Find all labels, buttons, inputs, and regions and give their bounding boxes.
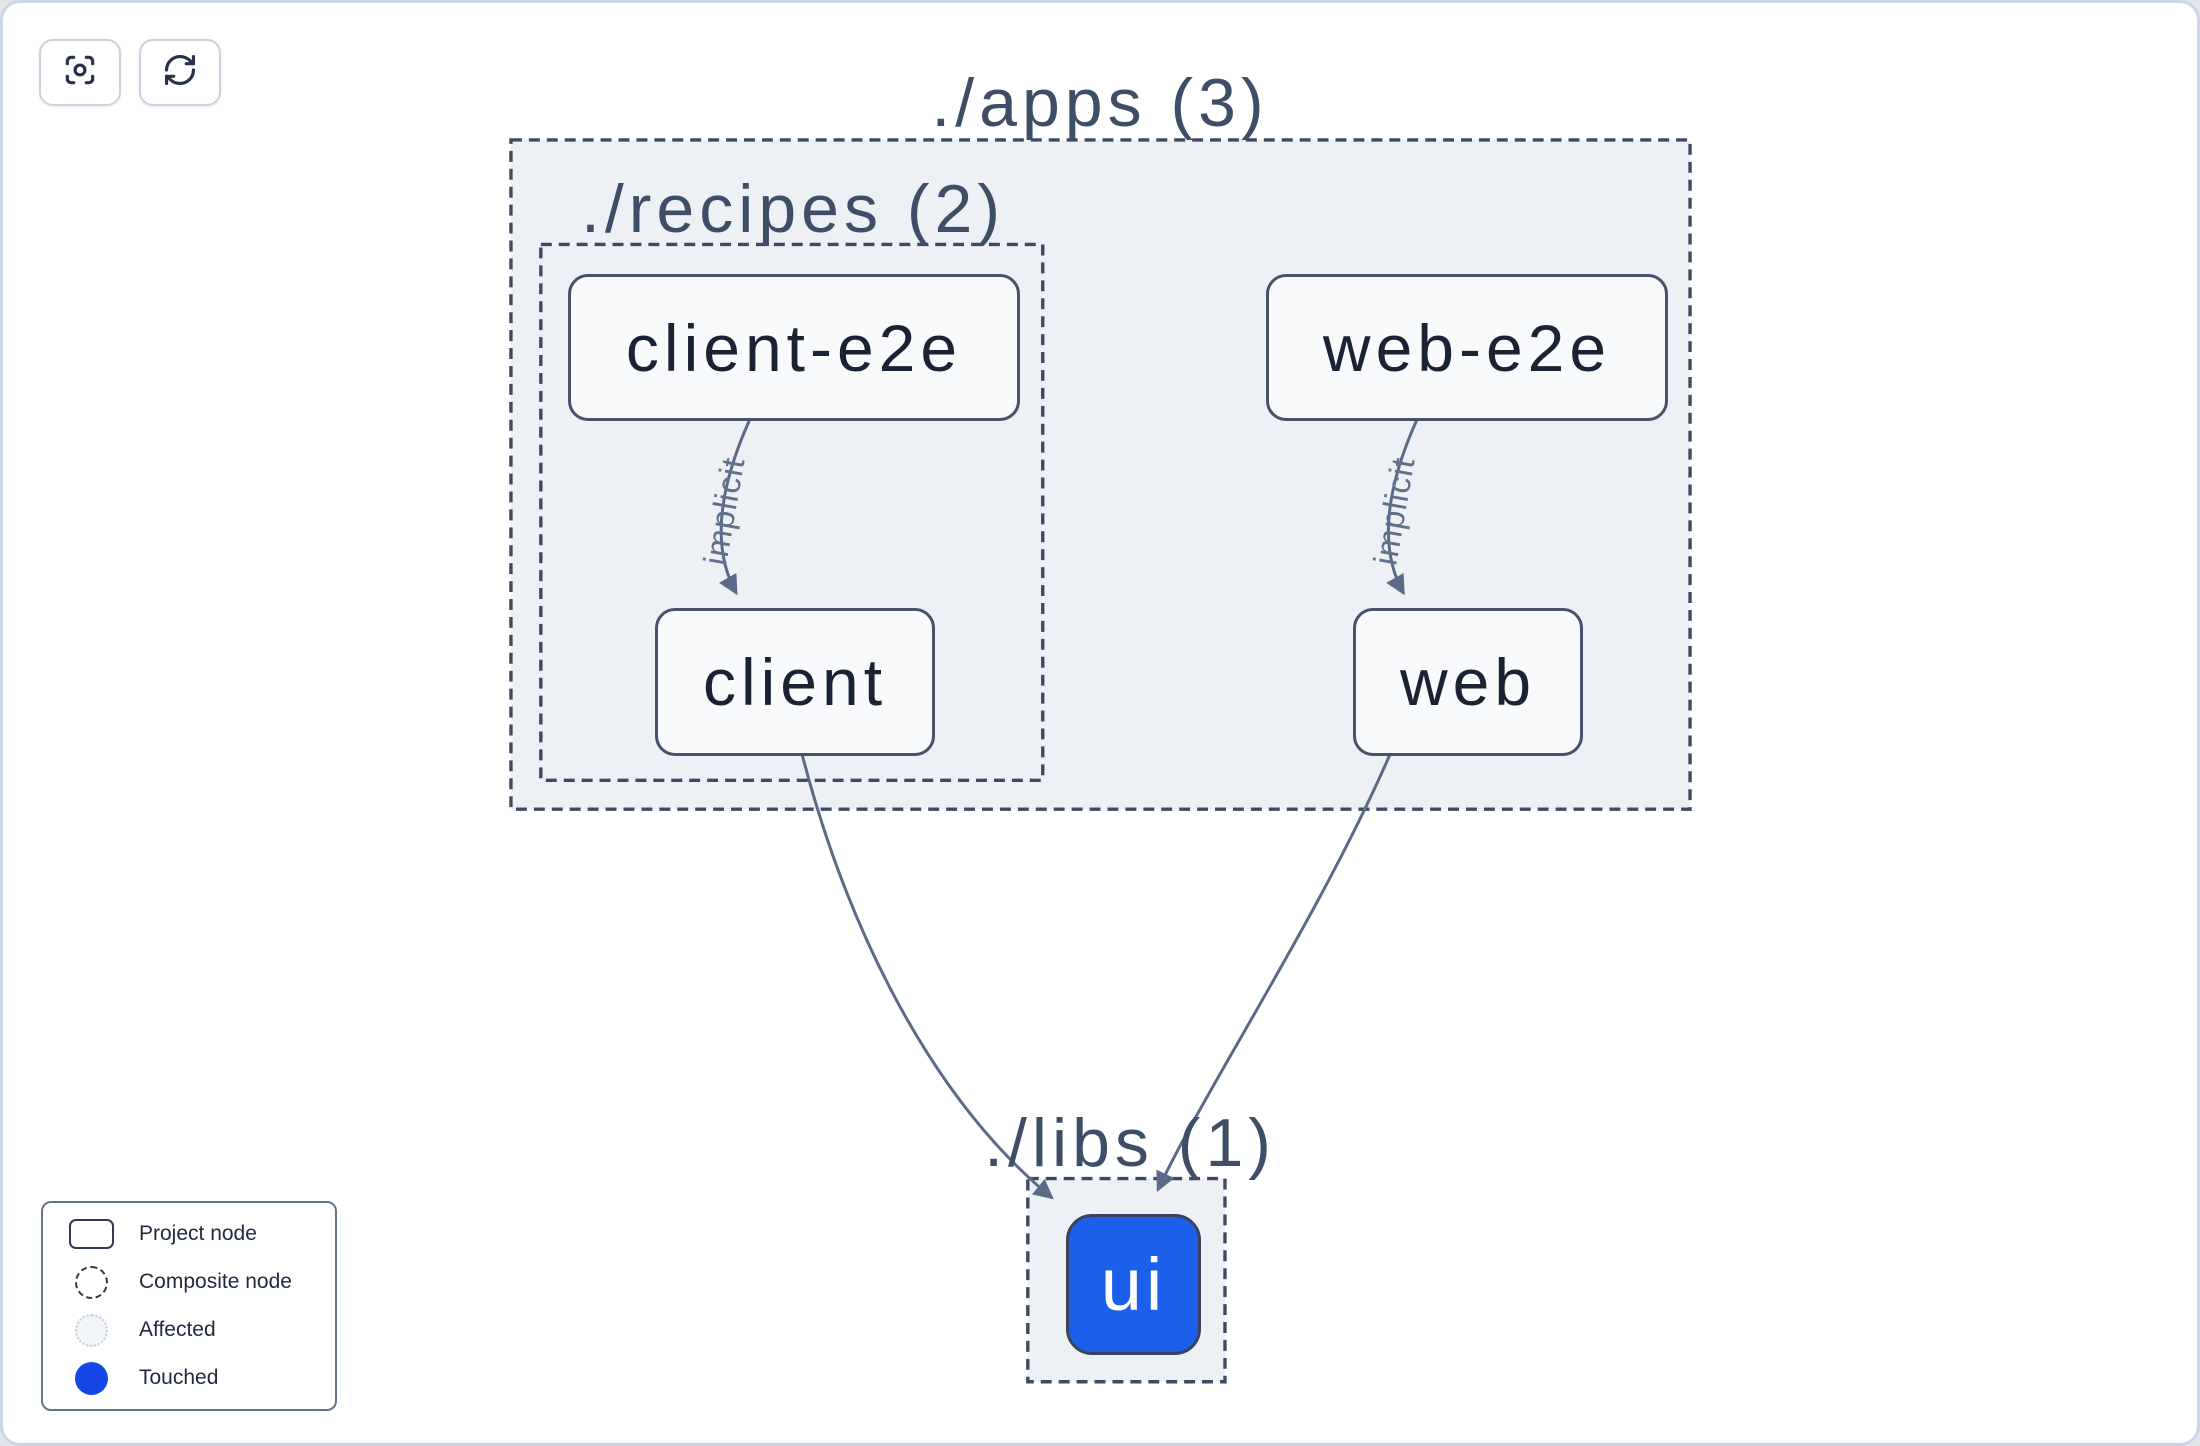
project-node-web-e2e[interactable]: web-e2e bbox=[1266, 274, 1668, 421]
legend-label: Affected bbox=[139, 1318, 216, 1341]
legend: Project node Composite node Affected Tou… bbox=[41, 1201, 337, 1411]
refresh-button[interactable] bbox=[139, 39, 221, 106]
legend-item-touched: Touched bbox=[43, 1361, 335, 1395]
toolbar bbox=[39, 39, 221, 106]
legend-label: Composite node bbox=[139, 1270, 292, 1293]
edge-web-to-ui[interactable] bbox=[1156, 754, 1392, 1192]
touched-swatch bbox=[74, 1361, 108, 1395]
refresh-icon bbox=[161, 51, 199, 94]
affected-swatch bbox=[74, 1313, 108, 1347]
edge-client-e2e-to-client[interactable] bbox=[719, 419, 751, 596]
focus-icon bbox=[61, 51, 99, 94]
zoom-to-fit-button[interactable] bbox=[39, 39, 121, 106]
composite-node-swatch bbox=[74, 1265, 108, 1299]
project-node-swatch bbox=[68, 1219, 114, 1249]
legend-item-composite-node: Composite node bbox=[43, 1265, 335, 1299]
project-node-web[interactable]: web bbox=[1353, 608, 1583, 756]
project-node-client-e2e[interactable]: client-e2e bbox=[568, 274, 1020, 421]
edge-client-to-ui[interactable] bbox=[800, 754, 1054, 1200]
project-node-client[interactable]: client bbox=[655, 608, 935, 756]
legend-item-affected: Affected bbox=[43, 1313, 335, 1347]
edge-web-e2e-to-web[interactable] bbox=[1386, 419, 1419, 596]
project-node-ui[interactable]: ui bbox=[1066, 1214, 1201, 1355]
legend-label: Project node bbox=[139, 1222, 257, 1245]
legend-item-project-node: Project node bbox=[43, 1217, 335, 1251]
legend-label: Touched bbox=[139, 1366, 219, 1389]
